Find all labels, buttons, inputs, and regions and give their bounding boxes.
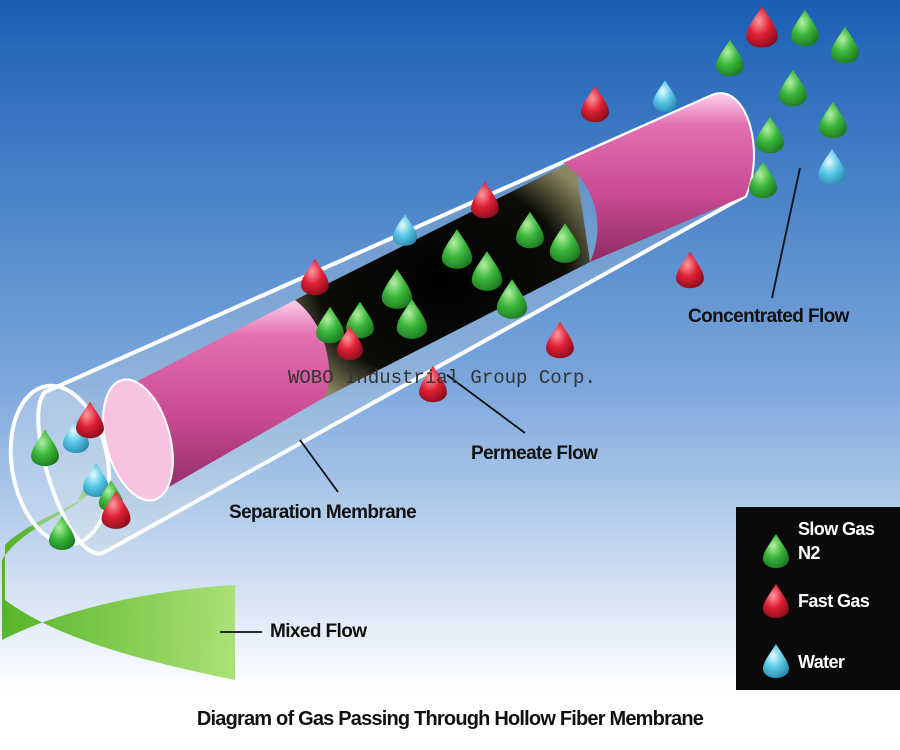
membrane-diagram: [0, 0, 900, 690]
green-droplet-icon: [763, 534, 789, 568]
permeate-flow-leader: [446, 374, 526, 434]
concentrated-flow-leader: [771, 167, 801, 299]
membrane-inner-end: [102, 378, 174, 502]
fiber-core: [295, 160, 590, 400]
permeate-flow-label: Permeate Flow: [471, 443, 598, 464]
blue-droplet-icon: [763, 644, 789, 678]
legend: Slow Gas N2 Fast Gas Water: [736, 507, 900, 690]
separation-membrane-label: Separation Membrane: [229, 502, 417, 523]
legend-item-slow-gas: Slow Gas N2: [736, 517, 900, 568]
red-droplet-icon: [763, 584, 789, 618]
membrane-segment-right: [563, 94, 753, 262]
concentrated-flow-label: Concentrated Flow: [688, 306, 849, 327]
legend-item-water: Water: [736, 644, 900, 697]
mixed-flow-label: Mixed Flow: [270, 621, 367, 642]
watermark: WOBO Industrial Group Corp.: [288, 367, 596, 389]
legend-label-slow-gas: Slow Gas N2: [798, 519, 875, 563]
diagram-caption: Diagram of Gas Passing Through Hollow Fi…: [196, 708, 704, 730]
legend-item-fast-gas: Fast Gas: [736, 584, 900, 635]
separation-membrane-leader: [299, 439, 339, 493]
mixed-flow-arrow: [2, 470, 235, 680]
legend-label-fast-gas: Fast Gas: [798, 591, 870, 611]
legend-label-water: Water: [798, 652, 845, 672]
